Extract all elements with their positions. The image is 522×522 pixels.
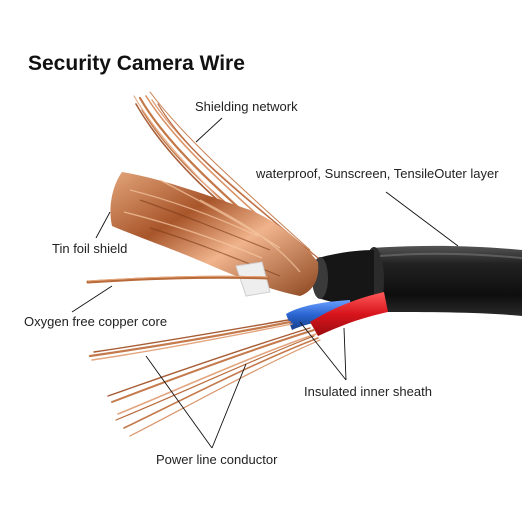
leader-shielding (195, 117, 223, 143)
copper-core (86, 275, 270, 284)
leader-inner-a (299, 321, 347, 381)
label-power-conductor: Power line conductor (156, 452, 278, 467)
leader-outer (385, 191, 459, 247)
diagram-title: Security Camera Wire (28, 52, 245, 75)
label-copper-core: Oxygen free copper core (24, 314, 168, 329)
red-wire (310, 292, 388, 336)
label-tin-foil-shield: Tin foil shield (52, 241, 128, 256)
label-outer-layer: waterproof, Sunscreen, TensileOuter laye… (256, 166, 499, 181)
blue-wire (286, 300, 352, 330)
leader-power-a (145, 355, 213, 449)
label-shielding-network: Shielding network (195, 99, 298, 114)
power-conductors (88, 319, 321, 437)
leader-inner-b (343, 327, 347, 381)
leader-copper (71, 285, 113, 313)
label-inner-sheath: Insulated inner sheath (304, 384, 432, 399)
leader-power-b (211, 363, 247, 449)
leader-lines (71, 117, 459, 449)
leader-foil (95, 211, 111, 239)
